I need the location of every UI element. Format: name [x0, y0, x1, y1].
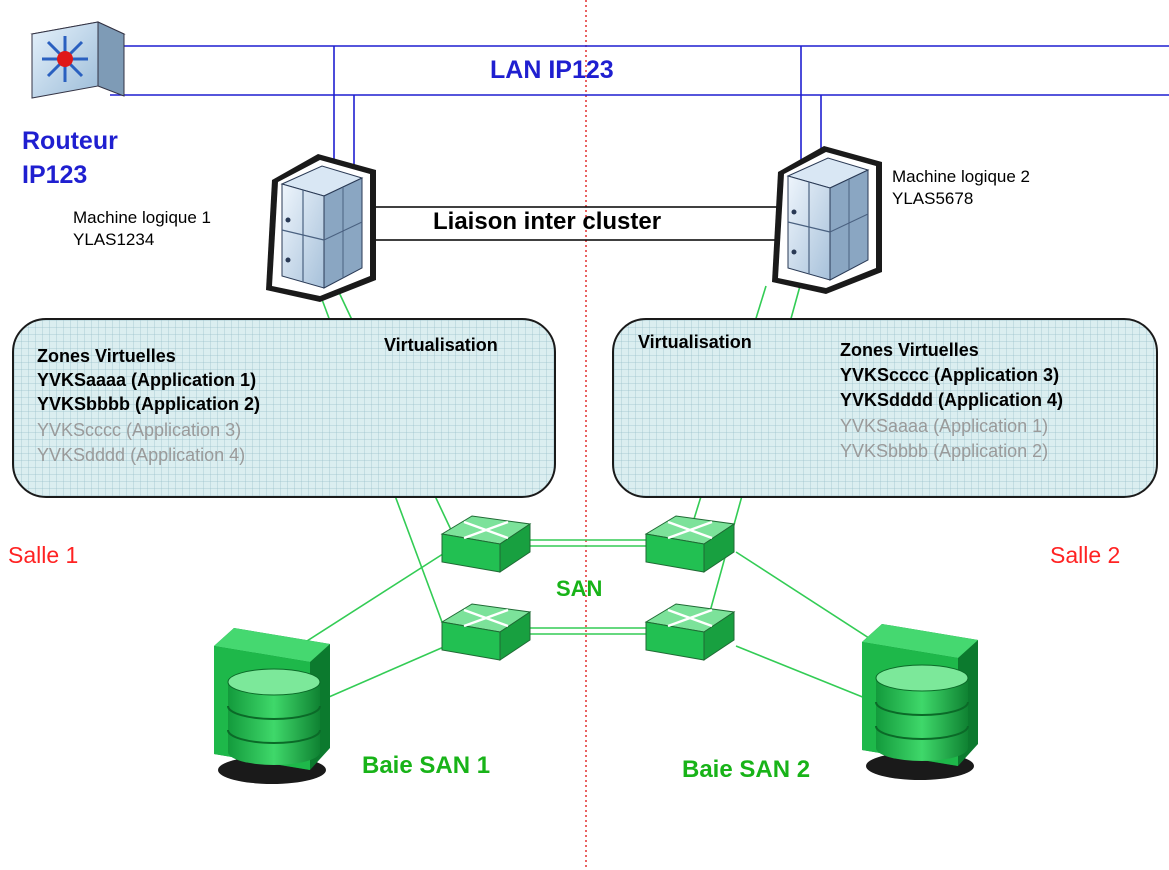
san-link: [321, 645, 447, 701]
cluster-link-label: Liaison inter cluster: [433, 208, 662, 235]
machine-1-name: Machine logique 1: [73, 208, 211, 227]
zone-inactive-entry: YVKSbbbb (Application 2): [840, 441, 1049, 461]
machine-1-label: Machine logique 1 YLAS1234: [73, 207, 211, 251]
virtualisation-label: Virtualisation: [638, 332, 752, 352]
virtualisation-label: Virtualisation: [384, 335, 498, 355]
router-label-line1: Routeur: [22, 127, 118, 155]
server-icon: [772, 146, 882, 294]
router-icon: [30, 21, 126, 99]
zone-active-entry: YVKSaaaa (Application 1): [37, 370, 257, 390]
san-switch-icon: [440, 515, 532, 573]
zone-active-entry: YVKSbbbb (Application 2): [37, 394, 260, 414]
virtual-zone-panel-2: Virtualisation Zones Virtuelles YVKScccc…: [612, 318, 1158, 498]
zone-active-entry: YVKScccc (Application 3): [840, 365, 1060, 385]
san-switch-icon: [440, 603, 532, 661]
storage-array-icon: [862, 624, 978, 780]
machine-1-host: YLAS1234: [73, 230, 155, 249]
machine-2-name: Machine logique 2: [892, 167, 1030, 186]
room-2-label: Salle 2: [1050, 542, 1121, 568]
san-switch-icon: [644, 603, 736, 661]
router-label: Routeur IP123: [22, 124, 118, 192]
san-link: [735, 645, 871, 701]
virtual-zone-panel-1: Virtualisation Zones Virtuelles YVKSaaaa…: [12, 318, 556, 498]
router-label-line2: IP123: [22, 161, 88, 189]
san-switch-icon: [644, 515, 736, 573]
zone-inactive-entry: YVKSdddd (Application 4): [37, 445, 246, 465]
lan-label: LAN IP123: [490, 56, 614, 84]
zone-active-entry: YVKSdddd (Application 4): [840, 390, 1063, 410]
room-1-label: Salle 1: [8, 542, 79, 568]
machine-2-label: Machine logique 2 YLAS5678: [892, 166, 1030, 210]
storage-2-label: Baie SAN 2: [682, 756, 811, 783]
server-icon: [266, 154, 376, 302]
zone-inactive-entry: YVKScccc (Application 3): [37, 420, 242, 440]
zone-title: Zones Virtuelles: [37, 346, 176, 366]
san-label: SAN: [556, 576, 603, 601]
storage-1-label: Baie SAN 1: [362, 752, 491, 779]
san-link: [295, 551, 447, 649]
zone-inactive-entry: YVKSaaaa (Application 1): [840, 416, 1049, 436]
storage-array-icon: [214, 628, 330, 784]
machine-2-host: YLAS5678: [892, 189, 974, 208]
zone-title: Zones Virtuelles: [840, 340, 979, 360]
san-link: [735, 551, 873, 641]
